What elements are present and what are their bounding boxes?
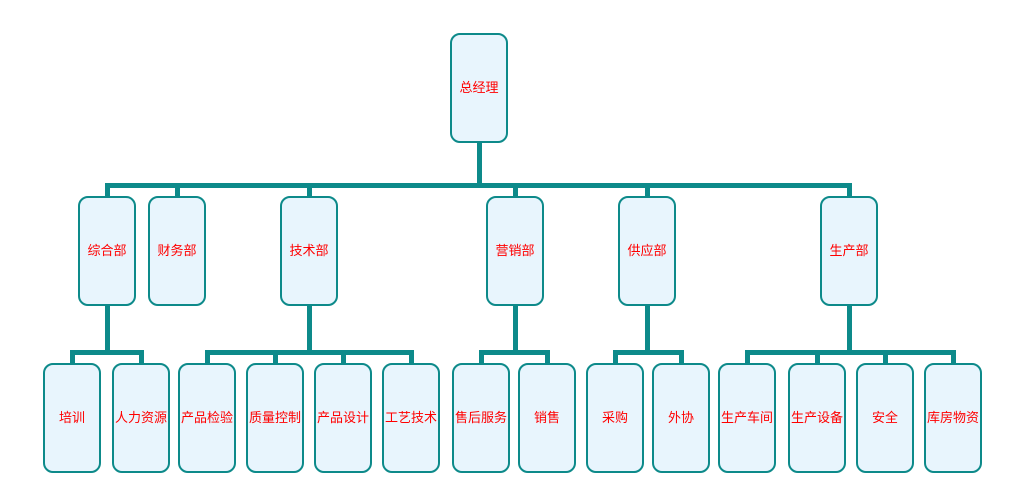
connector-general-manager-technology-dept [306, 183, 312, 196]
connector-production-dept-bus [744, 350, 956, 355]
connector-technology-dept-product-inspection [204, 350, 210, 363]
org-node-label: 技术部 [289, 243, 329, 259]
connector-technology-dept-product-design [340, 350, 346, 363]
connector-general-manager-marketing-dept [512, 183, 518, 196]
org-node-label: 财务部 [157, 243, 197, 259]
org-node-label: 售后服务 [454, 410, 507, 426]
org-node-after-sales-service: 售后服务 [452, 363, 510, 473]
org-node-label: 人力资源 [114, 410, 167, 426]
connector-general-manager-production-dept [846, 183, 852, 196]
org-node-label: 外协 [667, 410, 694, 426]
org-node-general-affairs-dept: 综合部 [78, 196, 136, 306]
connector-marketing-dept-sales [544, 350, 550, 363]
connector-supply-dept-drop [644, 306, 650, 355]
connector-production-dept-drop [846, 306, 852, 355]
connector-supply-dept-outsourcing [678, 350, 684, 363]
org-node-production-workshop: 生产车间 [718, 363, 776, 473]
org-node-label: 安全 [871, 410, 898, 426]
connector-production-dept-warehouse-materials [950, 350, 956, 363]
org-node-process-technology: 工艺技术 [382, 363, 440, 473]
org-node-technology-dept: 技术部 [280, 196, 338, 306]
org-node-product-inspection: 产品检验 [178, 363, 236, 473]
org-node-purchasing: 采购 [586, 363, 644, 473]
connector-production-dept-production-workshop [744, 350, 750, 363]
connector-general-manager-finance-dept [174, 183, 180, 196]
org-node-human-resources: 人力资源 [112, 363, 170, 473]
connector-production-dept-production-equipment [814, 350, 820, 363]
connector-general-affairs-dept-drop [104, 306, 110, 355]
connector-marketing-dept-bus [478, 350, 550, 355]
org-node-product-design: 产品设计 [314, 363, 372, 473]
org-node-label: 供应部 [627, 243, 667, 259]
org-node-label: 总经理 [459, 80, 499, 96]
connector-general-manager-supply-dept [644, 183, 650, 196]
org-node-quality-control: 质量控制 [246, 363, 304, 473]
org-node-label: 质量控制 [248, 410, 301, 426]
connector-production-dept-safety [882, 350, 888, 363]
org-node-label: 培训 [58, 410, 85, 426]
org-node-production-dept: 生产部 [820, 196, 878, 306]
org-node-label: 库房物资 [926, 410, 979, 426]
org-node-production-equipment: 生产设备 [788, 363, 846, 473]
org-node-training: 培训 [43, 363, 101, 473]
connector-general-affairs-dept-human-resources [138, 350, 144, 363]
org-node-label: 采购 [601, 410, 628, 426]
org-node-label: 产品检验 [180, 410, 233, 426]
org-node-sales: 销售 [518, 363, 576, 473]
org-node-label: 销售 [533, 410, 560, 426]
connector-supply-dept-bus [612, 350, 684, 355]
connector-technology-dept-process-technology [408, 350, 414, 363]
connector-technology-dept-drop [306, 306, 312, 355]
org-node-label: 产品设计 [316, 410, 369, 426]
connector-general-manager-bus [104, 183, 852, 188]
connector-general-affairs-dept-training [69, 350, 75, 363]
connector-technology-dept-quality-control [272, 350, 278, 363]
connector-general-affairs-dept-bus [69, 350, 144, 355]
org-node-general-manager: 总经理 [450, 33, 508, 143]
org-node-outsourcing: 外协 [652, 363, 710, 473]
connector-technology-dept-bus [204, 350, 414, 355]
org-node-label: 生产设备 [790, 410, 843, 426]
connector-general-manager-general-affairs-dept [104, 183, 110, 196]
org-node-label: 工艺技术 [384, 410, 437, 426]
org-node-label: 生产车间 [720, 410, 773, 426]
org-node-label: 生产部 [829, 243, 869, 259]
org-node-marketing-dept: 营销部 [486, 196, 544, 306]
org-node-label: 综合部 [87, 243, 127, 259]
org-node-warehouse-materials: 库房物资 [924, 363, 982, 473]
org-node-label: 营销部 [495, 243, 535, 259]
org-node-safety: 安全 [856, 363, 914, 473]
connector-marketing-dept-after-sales-service [478, 350, 484, 363]
org-node-supply-dept: 供应部 [618, 196, 676, 306]
connector-marketing-dept-drop [512, 306, 518, 355]
connector-general-manager-drop [476, 143, 482, 188]
connector-supply-dept-purchasing [612, 350, 618, 363]
org-node-finance-dept: 财务部 [148, 196, 206, 306]
